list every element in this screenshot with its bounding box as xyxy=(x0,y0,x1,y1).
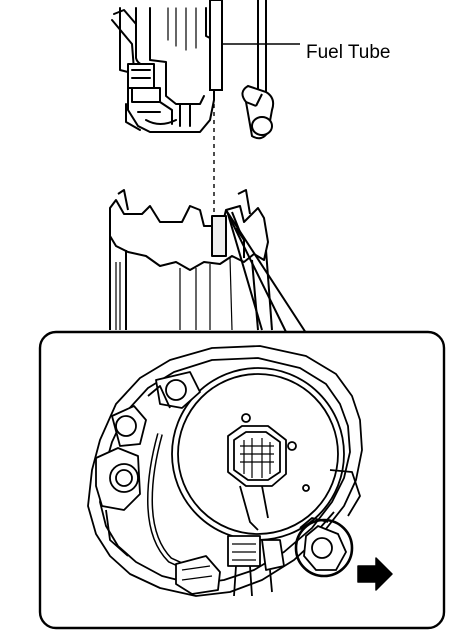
pump-housing xyxy=(109,189,273,331)
harness-cable xyxy=(257,0,267,96)
pump-upper-assembly xyxy=(111,7,215,133)
inset-top-view xyxy=(87,345,363,597)
fuel-filter-fitting xyxy=(241,84,275,140)
highlight-circle xyxy=(294,518,354,578)
fuel-tube xyxy=(209,0,223,91)
fuel-tube-label: Fuel Tube xyxy=(306,42,391,63)
arrow-icon xyxy=(357,557,393,591)
zoom-leader xyxy=(225,209,309,337)
